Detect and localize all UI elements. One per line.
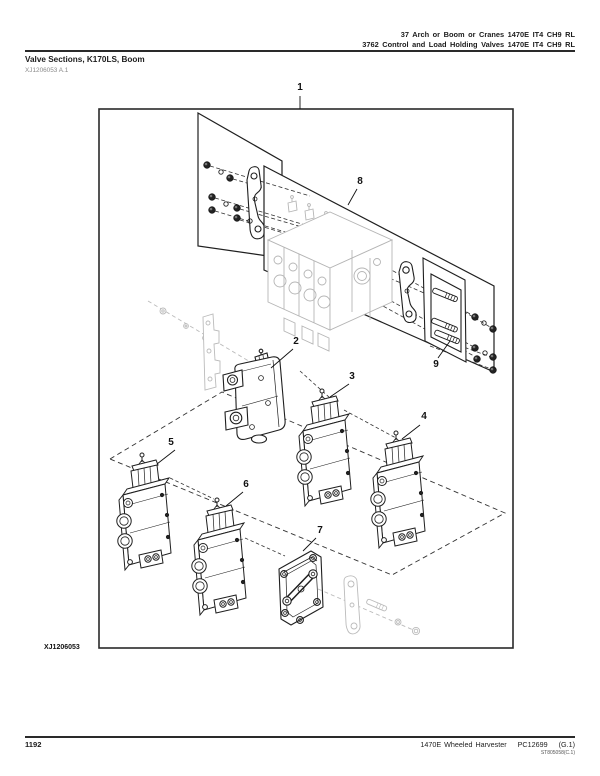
ghost-valve-bank: [266, 195, 394, 352]
callout-3: 3: [349, 371, 355, 382]
callout-1: 1: [297, 82, 303, 93]
panel-bolts: [203, 161, 497, 374]
footer-info: 1470E Wheeled Harvester PC12699 (G.1): [412, 740, 575, 749]
footer-model: 1470E Wheeled Harvester: [420, 740, 507, 749]
callout-2: 2: [293, 336, 299, 347]
end-plate-7: [278, 550, 324, 626]
ghost-bottom-right-hardware: [317, 575, 421, 636]
header-line-2: 3762 Control and Load Holding Valves 147…: [362, 40, 575, 49]
valve-section-2: [222, 348, 286, 444]
valve-section-4: [370, 430, 426, 549]
right-bracket: [398, 261, 417, 323]
drawing-reference: XJ1206053 A.1: [25, 67, 69, 74]
callout-6: 6: [243, 479, 249, 490]
valve-section-6: [191, 497, 247, 616]
header-line-1: 37 Arch or Boom or Cranes 1470E IT4 CH9 …: [400, 30, 575, 39]
callout-7: 7: [317, 525, 323, 536]
diagram-frame: [98, 108, 514, 649]
footer-section: (G.1): [558, 740, 575, 749]
valve-section-5: [116, 452, 172, 571]
left-bracket: [246, 166, 265, 240]
page-title: Valve Sections, K170LS, Boom: [25, 55, 145, 64]
valve-section-3: [296, 388, 352, 507]
callout-leaders: [156, 96, 451, 552]
footer-rule: [25, 736, 575, 738]
callout-4: 4: [421, 411, 427, 422]
footer-catalog: PC12699: [517, 740, 548, 749]
callout-5: 5: [168, 437, 174, 448]
footer-doc-reference: ST805058(C.1): [540, 750, 575, 756]
ghost-left-hardware: [147, 300, 253, 391]
figure-label: XJ1206053: [44, 644, 80, 651]
header-rule: [25, 50, 575, 52]
header-section-lines: 37 Arch or Boom or Cranes 1470E IT4 CH9 …: [362, 30, 575, 50]
dashed-mounting-plane: [108, 391, 507, 576]
page-number: 1192: [25, 740, 42, 749]
valve-alignment-dashes: [169, 370, 397, 557]
callout-9: 9: [433, 359, 439, 370]
callout-8: 8: [357, 176, 363, 187]
studs: [431, 287, 460, 344]
